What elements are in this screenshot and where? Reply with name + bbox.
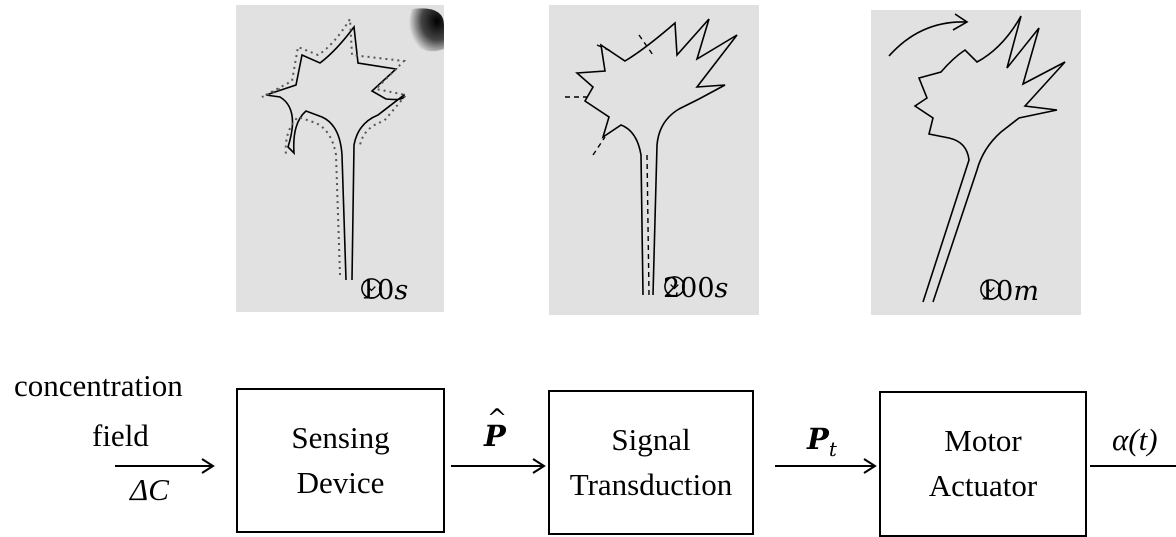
block-label-line2: Actuator — [928, 468, 1038, 503]
p-hat-arrow — [451, 458, 546, 474]
input-label-line1: concentration — [14, 368, 183, 403]
alpha-label: α(t) — [1112, 422, 1158, 457]
p-t-symbol: P — [807, 422, 829, 456]
block-label-line2: Device — [296, 464, 385, 500]
growth-cone-drawing — [888, 13, 1066, 303]
signal-transduction-block: Signal Transduction — [548, 390, 754, 535]
chemoattractant-source — [408, 8, 444, 52]
sensing-device-block: Sensing Device — [236, 388, 445, 533]
timer-value: 200 — [663, 273, 715, 304]
timer-unit: s — [394, 275, 409, 306]
input-delta-c: ΔC — [130, 472, 169, 507]
input-label-line2: field — [92, 418, 149, 453]
p-t-arrow — [775, 458, 877, 474]
timer-unit: m — [1013, 276, 1039, 307]
clock-icon — [664, 276, 685, 297]
p-hat-symbol: P — [484, 419, 506, 453]
p-t-subscript: t — [828, 436, 837, 461]
p-hat-label: ^ P — [484, 406, 507, 453]
motor-actuator-block: Motor Actuator — [879, 391, 1087, 537]
block-label-line1: Signal — [611, 421, 691, 457]
p-t-label: Pt — [807, 425, 837, 459]
block-label-line2: Transduction — [569, 466, 733, 502]
clock-icon — [361, 278, 382, 299]
input-arrow — [115, 458, 215, 474]
timer-unit: s — [714, 273, 729, 304]
block-label-line1: Sensing — [291, 419, 390, 455]
block-label-line1: Motor — [944, 423, 1022, 459]
growth-cone-drawing — [261, 8, 444, 281]
clock-icon — [980, 279, 1001, 300]
growth-cone-drawing — [565, 18, 738, 296]
p-hat-accent: ^ — [487, 404, 508, 432]
